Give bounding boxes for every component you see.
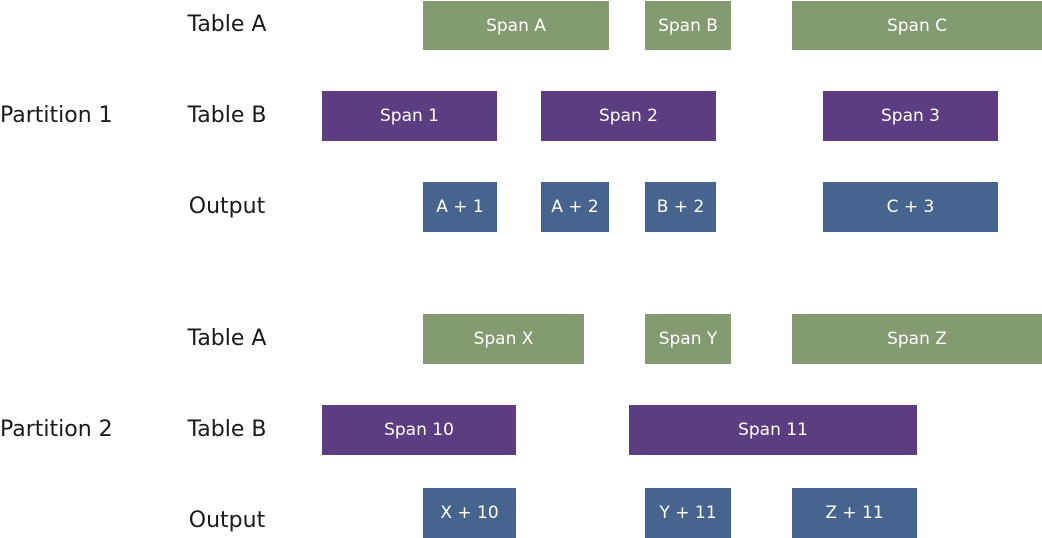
partition-1-output-a-2: A + 2	[541, 182, 609, 232]
partition-1-label: Partition 1	[0, 103, 113, 128]
partition-2-span-x: Span X	[423, 314, 584, 364]
partition-1-output-c-3: C + 3	[823, 182, 998, 232]
partition-1-output-b-2: B + 2	[645, 182, 716, 232]
partition-2-span-z: Span Z	[792, 314, 1042, 364]
partition-1-table-a-label: Table A	[187, 12, 267, 37]
partition-2-span-10: Span 10	[322, 405, 516, 455]
partition-2-span-y: Span Y	[645, 314, 731, 364]
partition-1-span-1: Span 1	[322, 91, 497, 141]
partition-2-output-label: Output	[188, 508, 266, 533]
partition-1-span-3: Span 3	[823, 91, 998, 141]
partition-1-span-2: Span 2	[541, 91, 716, 141]
partition-1-span-b: Span B	[645, 1, 731, 50]
partition-2-span-11: Span 11	[629, 405, 917, 455]
partition-2-output-z-11: Z + 11	[792, 488, 917, 538]
partition-1-table-b-label: Table B	[187, 103, 267, 128]
partition-2-output-x-10: X + 10	[423, 488, 516, 538]
partition-1-output-label: Output	[188, 194, 266, 219]
partition-2-label: Partition 2	[0, 417, 113, 442]
partition-2-table-b-label: Table B	[187, 417, 267, 442]
partition-1-output-a-1: A + 1	[423, 182, 497, 232]
partition-2-output-y-11: Y + 11	[645, 488, 731, 538]
partition-1-span-c: Span C	[792, 1, 1042, 50]
partition-2-table-a-label: Table A	[187, 326, 267, 351]
partition-1-span-a: Span A	[423, 1, 609, 50]
